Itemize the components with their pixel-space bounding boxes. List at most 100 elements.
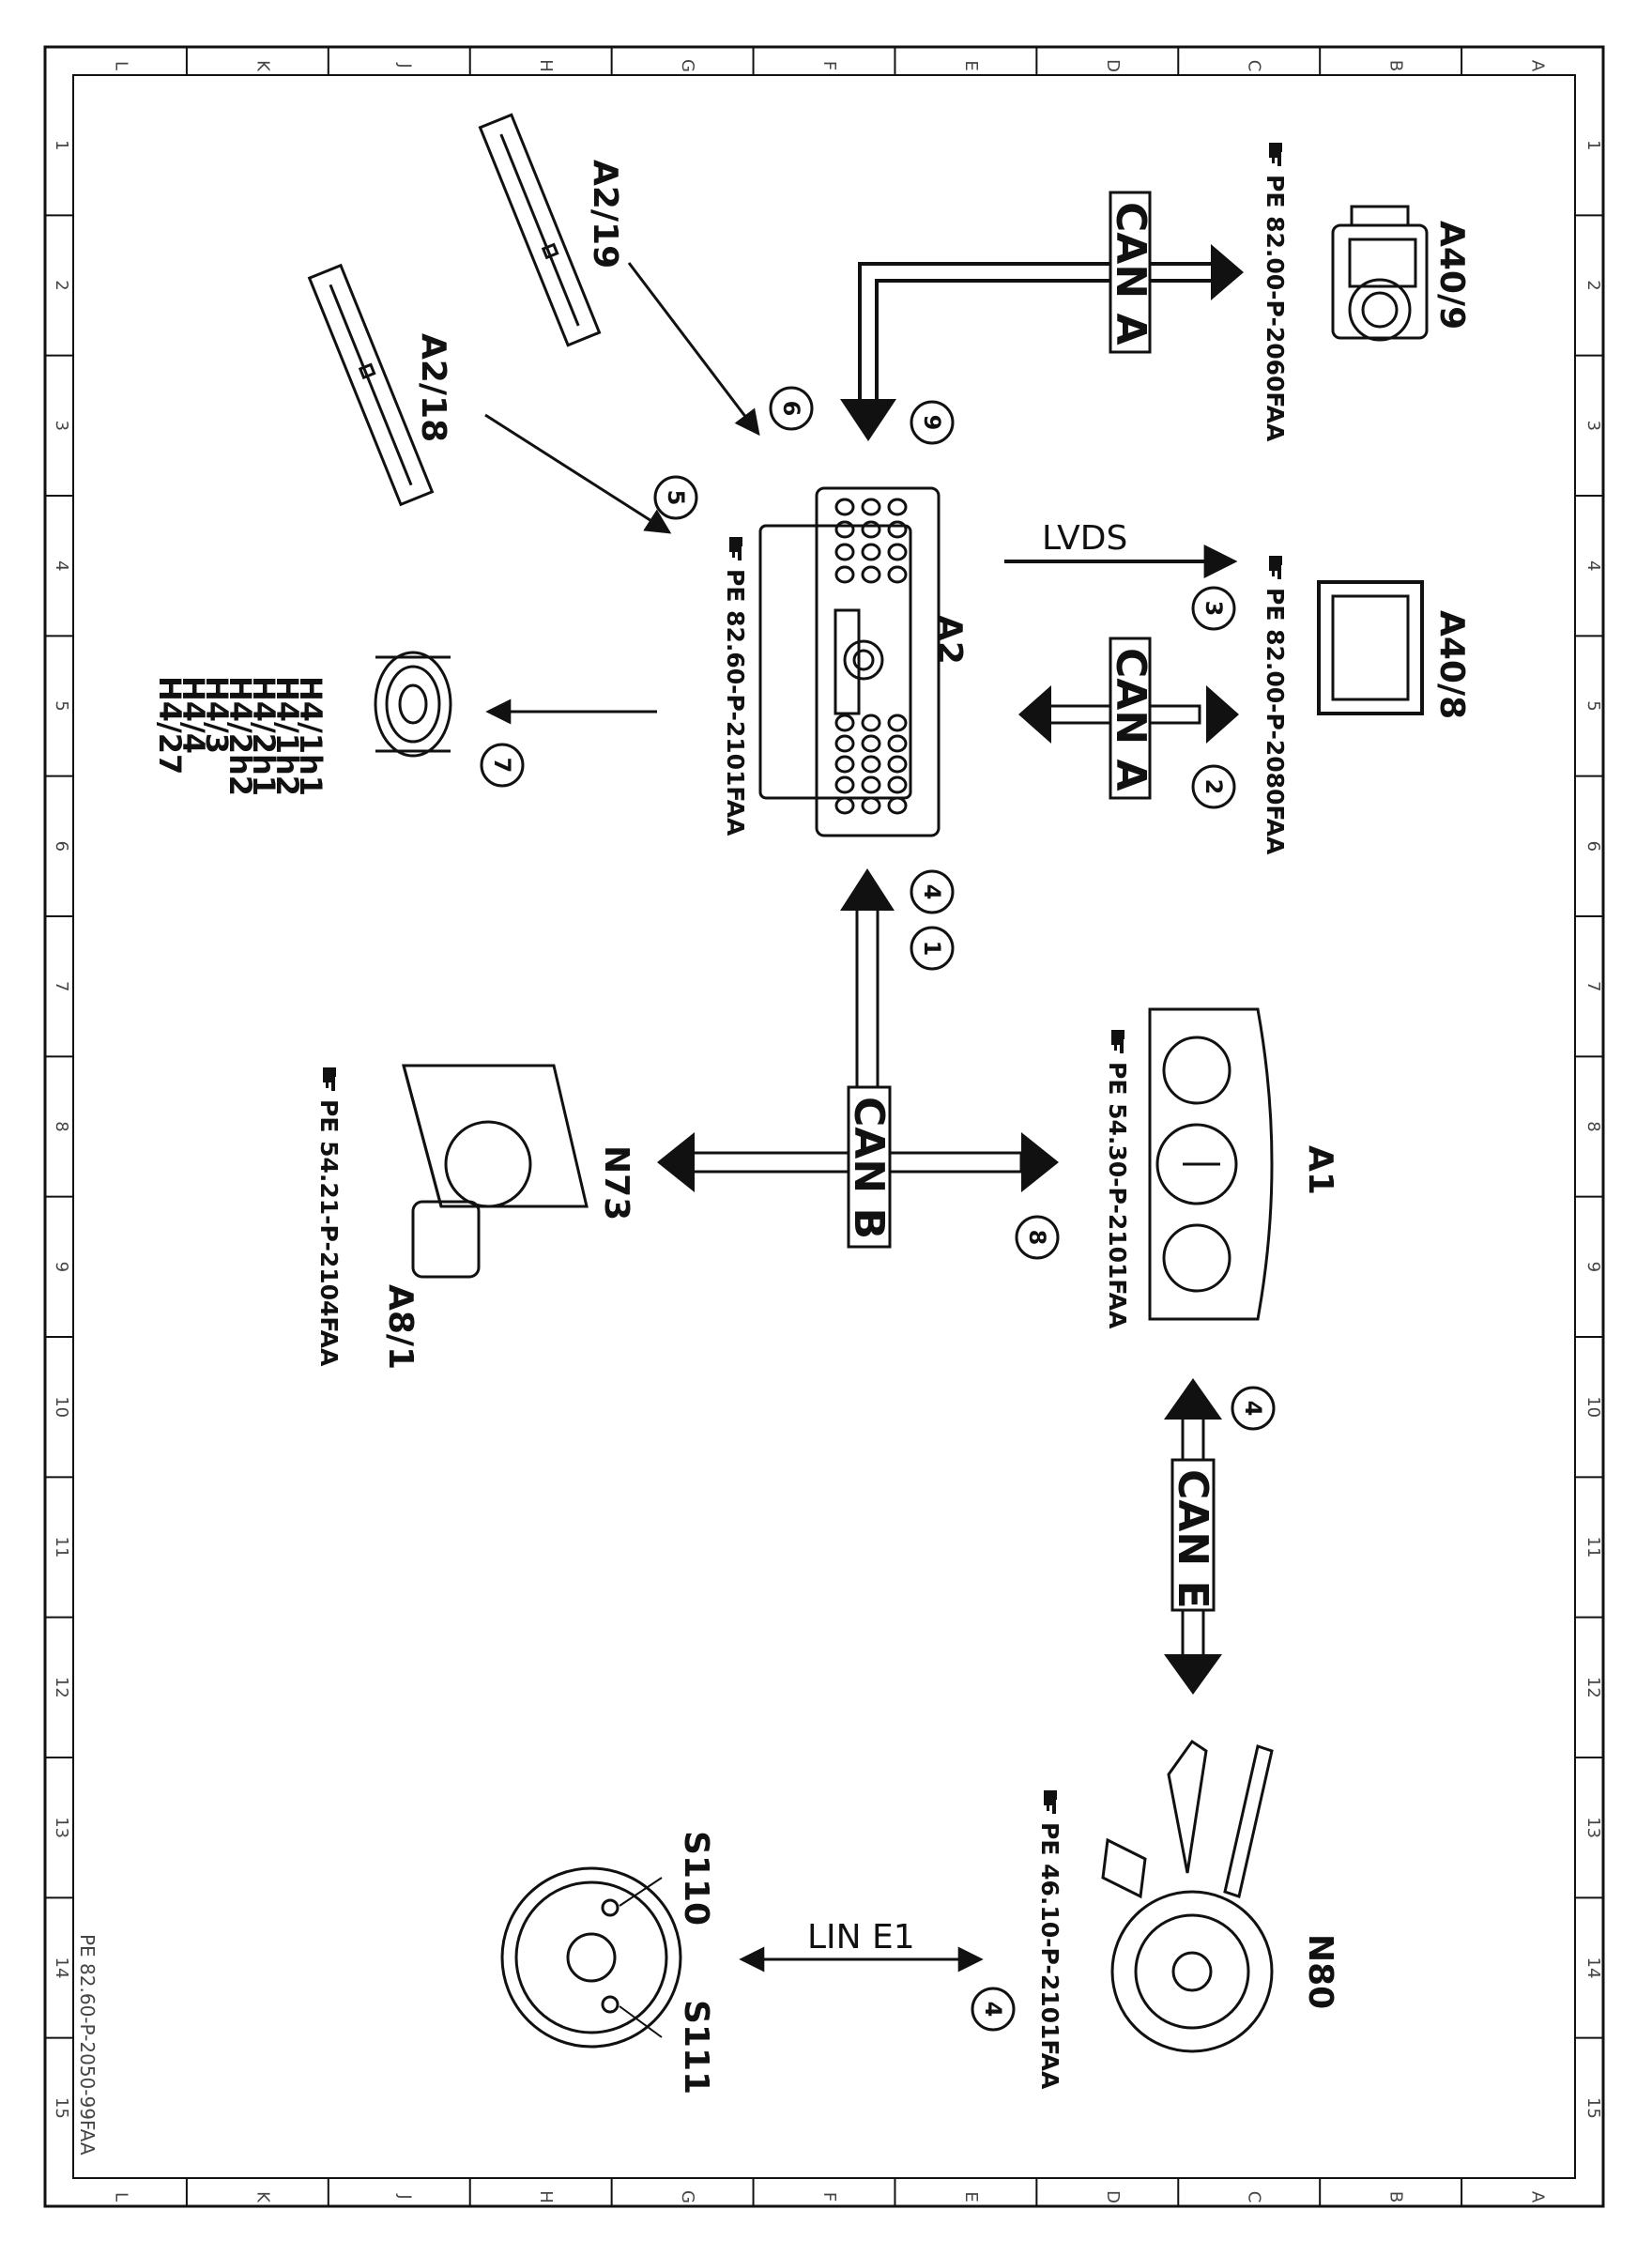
grid-column-l-bottom: L [111,2192,130,2202]
grid-column-g-bottom: G [678,2190,697,2203]
speaker-label-4: H4/3 [199,676,235,754]
grid-column-l-top: L [111,61,130,70]
head-unit-button [834,796,855,815]
a40-9-ref: PE 82.00-P-2060FAA [1262,175,1289,442]
speaker-label-6: H4/27 [152,676,188,775]
grid-row-1-left: 1 [52,140,71,150]
head-unit-button [887,498,908,516]
head-unit-button [887,775,908,794]
pointing-hand-icon [1269,556,1282,579]
n80-ref: PE 46.10-P-2101FAA [1036,1822,1063,2090]
a2-label: A2 [930,615,969,665]
speaker-label-3: H4/2h2 [222,676,258,796]
a40-8-ref: PE 82.00-P-2080FAA [1262,588,1289,855]
s111-label: S111 [677,2000,715,2095]
ignition-switch-icon [402,1064,589,1279]
grid-column-h-bottom: H [536,2190,556,2203]
head-unit-button [861,714,881,732]
head-unit-button [834,543,855,561]
grid-column-d-bottom: D [1103,2190,1123,2203]
grid-column-e-bottom: E [961,2191,981,2202]
grid-row-5-left: 5 [52,700,71,711]
grid-row-2-left: 2 [52,280,71,290]
antenna-module-icon [478,113,602,347]
grid-row-13-right: 13 [1583,1817,1603,1838]
steering-column-module-icon [1101,1739,1274,2053]
head-unit-button [861,796,881,815]
head-unit-button [861,498,881,516]
head-unit-button [887,565,908,584]
svg-text:5: 5 [663,490,689,506]
grid-row-1-right: 1 [1583,140,1603,150]
head-unit-icon [758,486,941,837]
head-unit-button [887,734,908,753]
step-marker-m4c: 4 [971,1987,1016,2032]
antenna-module-icon [307,263,435,507]
lin-e1-label: LIN E1 [807,1918,915,1957]
grid-row-4-left: 4 [52,560,71,571]
grid-row-15-left: 15 [52,2097,71,2119]
s110-label: S110 [677,1831,715,1926]
svg-text:1: 1 [919,941,945,957]
step-marker-m4a: 4 [910,869,955,914]
head-unit-button [861,543,881,561]
grid-row-11-left: 11 [52,1537,71,1558]
grid-column-j-top: J [394,62,414,68]
a40-9-label: A40/9 [1432,221,1471,330]
a40-9-component: A40/9 PE 82.00-P-2060FAA [1262,143,1471,442]
grid-row-12-right: 12 [1583,1677,1603,1698]
step-marker-m2: 2 [1191,764,1236,809]
n80-label: N80 [1301,1934,1339,2009]
grid-row-12-left: 12 [52,1677,71,1698]
grid-column-c-top: C [1245,60,1264,72]
svg-text:4: 4 [1240,1401,1266,1417]
a1-component: A1 PE 54.30-P-2101FAA [1104,1007,1339,1329]
a8-1-label: A8/1 [381,1284,420,1370]
step-marker-m8: 8 [1015,1215,1060,1260]
can-a-mid-connection: CAN A [1018,637,1239,800]
head-unit-button [834,498,855,516]
head-unit-button [861,520,881,539]
a1-label: A1 [1301,1145,1339,1195]
grid-column-j-bottom: J [394,2193,414,2199]
head-unit-button [834,734,855,753]
grid-row-10-right: 10 [1583,1396,1603,1418]
grid-column-e-top: E [961,60,981,70]
drawing-frame [43,45,1605,2208]
pointing-hand-icon [323,1067,336,1091]
svg-text:7: 7 [489,758,515,774]
a2-19-component: A2/19 [478,113,760,437]
head-unit-button [834,565,855,584]
lvds-connection: LVDS [1004,519,1238,578]
head-unit-button [861,755,881,774]
head-unit-button [861,734,881,753]
head-unit-button [861,775,881,794]
pointing-hand-icon [1269,143,1282,166]
step-marker-m6: 6 [769,386,814,431]
can-e-label: CAN E [1169,1469,1216,1609]
svg-text:2: 2 [1201,779,1227,795]
display-icon [1317,580,1424,715]
pointing-hand-icon [1044,1790,1057,1814]
grid-row-9-right: 9 [1583,1262,1603,1272]
a2-ref: PE 82.60-P-2101FAA [722,569,749,837]
speaker-icon [374,651,452,758]
lin-e1-connection: LIN E1 [739,1918,984,1972]
lvds-label: LVDS [1042,519,1127,558]
a40-8-label: A40/8 [1432,610,1471,719]
grid-row-11-right: 11 [1583,1537,1603,1558]
grid-row-15-right: 15 [1583,2097,1603,2119]
step-marker-m9: 9 [910,400,955,445]
grid-column-g-top: G [678,59,697,72]
step-marker-m1: 1 [910,926,955,971]
head-unit-button [887,796,908,815]
step-markers: 9 6 5 3 2 7 4 1 8 4 4 [480,386,1276,2032]
step-marker-m3: 3 [1191,586,1236,631]
grid-column-b-bottom: B [1386,2191,1406,2203]
n80-component: N80 PE 46.10-P-2101FAA [1036,1739,1339,2090]
grid-column-b-top: B [1386,60,1406,71]
grid-column-f-top: F [819,61,839,70]
a2-component: A2 PE 82.60-P-2101FAA [722,486,969,837]
grid-row-4-right: 4 [1583,560,1603,571]
